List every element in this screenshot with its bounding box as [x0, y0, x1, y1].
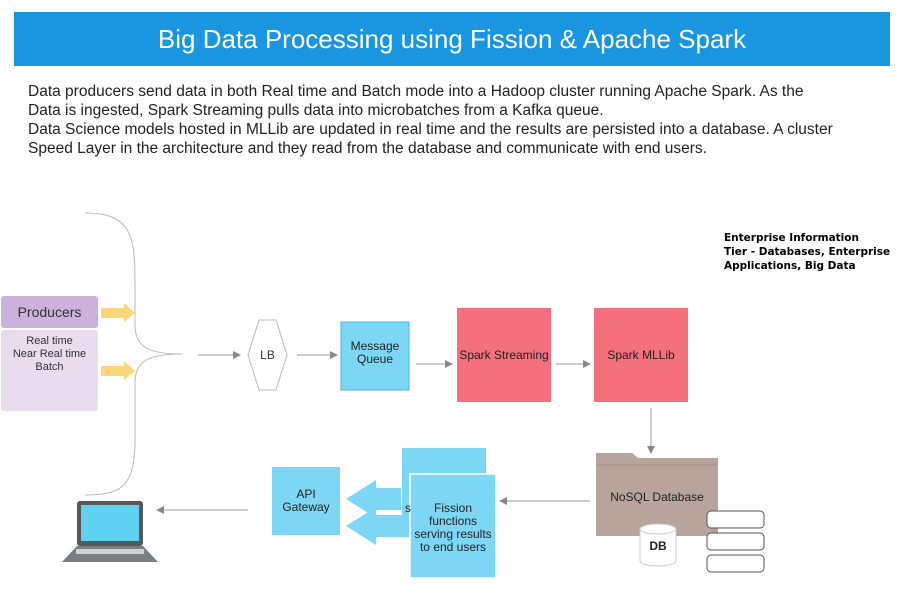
fission-functions-label: Fission functions serving results to end… — [410, 500, 496, 556]
spark-streaming-label: Spark Streaming — [459, 347, 549, 362]
nosql-folder — [596, 453, 718, 536]
message-queue-box — [340, 321, 410, 391]
producer-modes: Real time Near Real time Batch — [1, 333, 98, 375]
spark-mllib-label: Spark MLLib — [607, 347, 675, 362]
db-label: DB — [649, 538, 667, 553]
description-text: Data producers send data in both Real ti… — [28, 82, 900, 158]
server-stack-icon — [706, 554, 765, 573]
producer-mode-item: Near Real time — [12, 347, 87, 360]
lb-label: LB — [260, 347, 275, 362]
lb-hexagon — [247, 319, 288, 391]
message-queue-label-line: Queue — [356, 352, 394, 366]
enterprise-label-line: Applications, Big Data — [724, 260, 856, 272]
laptop-keyboard — [76, 549, 144, 554]
title-banner: Big Data Processing using Fission & Apac… — [14, 12, 890, 66]
db-cylinder — [639, 529, 677, 567]
description-line: Data Science models hosted in MLLib are … — [28, 121, 833, 138]
api-gateway-label-line: Gateway — [282, 500, 330, 514]
enterprise-label-line: Tier - Databases, Enterprise — [724, 246, 891, 258]
spark-mllib-box — [594, 308, 688, 402]
server-stack-icon — [706, 510, 765, 529]
yellow-arrow — [101, 361, 135, 380]
producers-label: Producers — [17, 303, 82, 320]
fission-label-line: to end users — [419, 540, 487, 554]
message-queue-label: Message Queue — [341, 336, 409, 370]
cyan-arrow — [346, 507, 409, 545]
description-line: Speed Layer in the architecture and they… — [28, 140, 707, 157]
fission-label-line: functions — [428, 514, 478, 528]
description-line: Data producers send data in both Real ti… — [28, 83, 804, 100]
producer-mode-item: Real time — [26, 334, 73, 347]
cyan-arrow — [346, 480, 401, 518]
message-queue-label-line: Message — [350, 339, 400, 353]
producers-box — [1, 296, 98, 328]
nosql-label: NoSQL Database — [610, 489, 704, 504]
fission-back-fragment: s — [405, 500, 411, 515]
fission-label-line: Fission — [433, 501, 472, 515]
yellow-arrow — [101, 303, 135, 322]
enterprise-tier-label: Enterprise Information Tier - Databases,… — [724, 231, 890, 273]
api-gateway-box — [272, 467, 340, 535]
laptop-screen — [81, 505, 139, 541]
db-cylinder-top — [639, 523, 677, 535]
fission-label-line: serving results — [414, 527, 492, 541]
spark-streaming-box — [457, 308, 551, 402]
enterprise-label-line: Enterprise Information — [724, 232, 859, 244]
server-stack-icon — [706, 532, 765, 551]
producer-mode-item: Batch — [35, 360, 64, 373]
producer-modes-box — [1, 330, 98, 411]
description-line: Data is ingested, Spark Streaming pulls … — [28, 102, 604, 119]
page-title: Big Data Processing using Fission & Apac… — [157, 23, 747, 54]
bracket-shape — [84, 212, 183, 496]
api-gateway-label: API Gateway — [272, 485, 340, 517]
fission-box-front — [409, 473, 497, 579]
api-gateway-label-line: API — [296, 487, 316, 501]
